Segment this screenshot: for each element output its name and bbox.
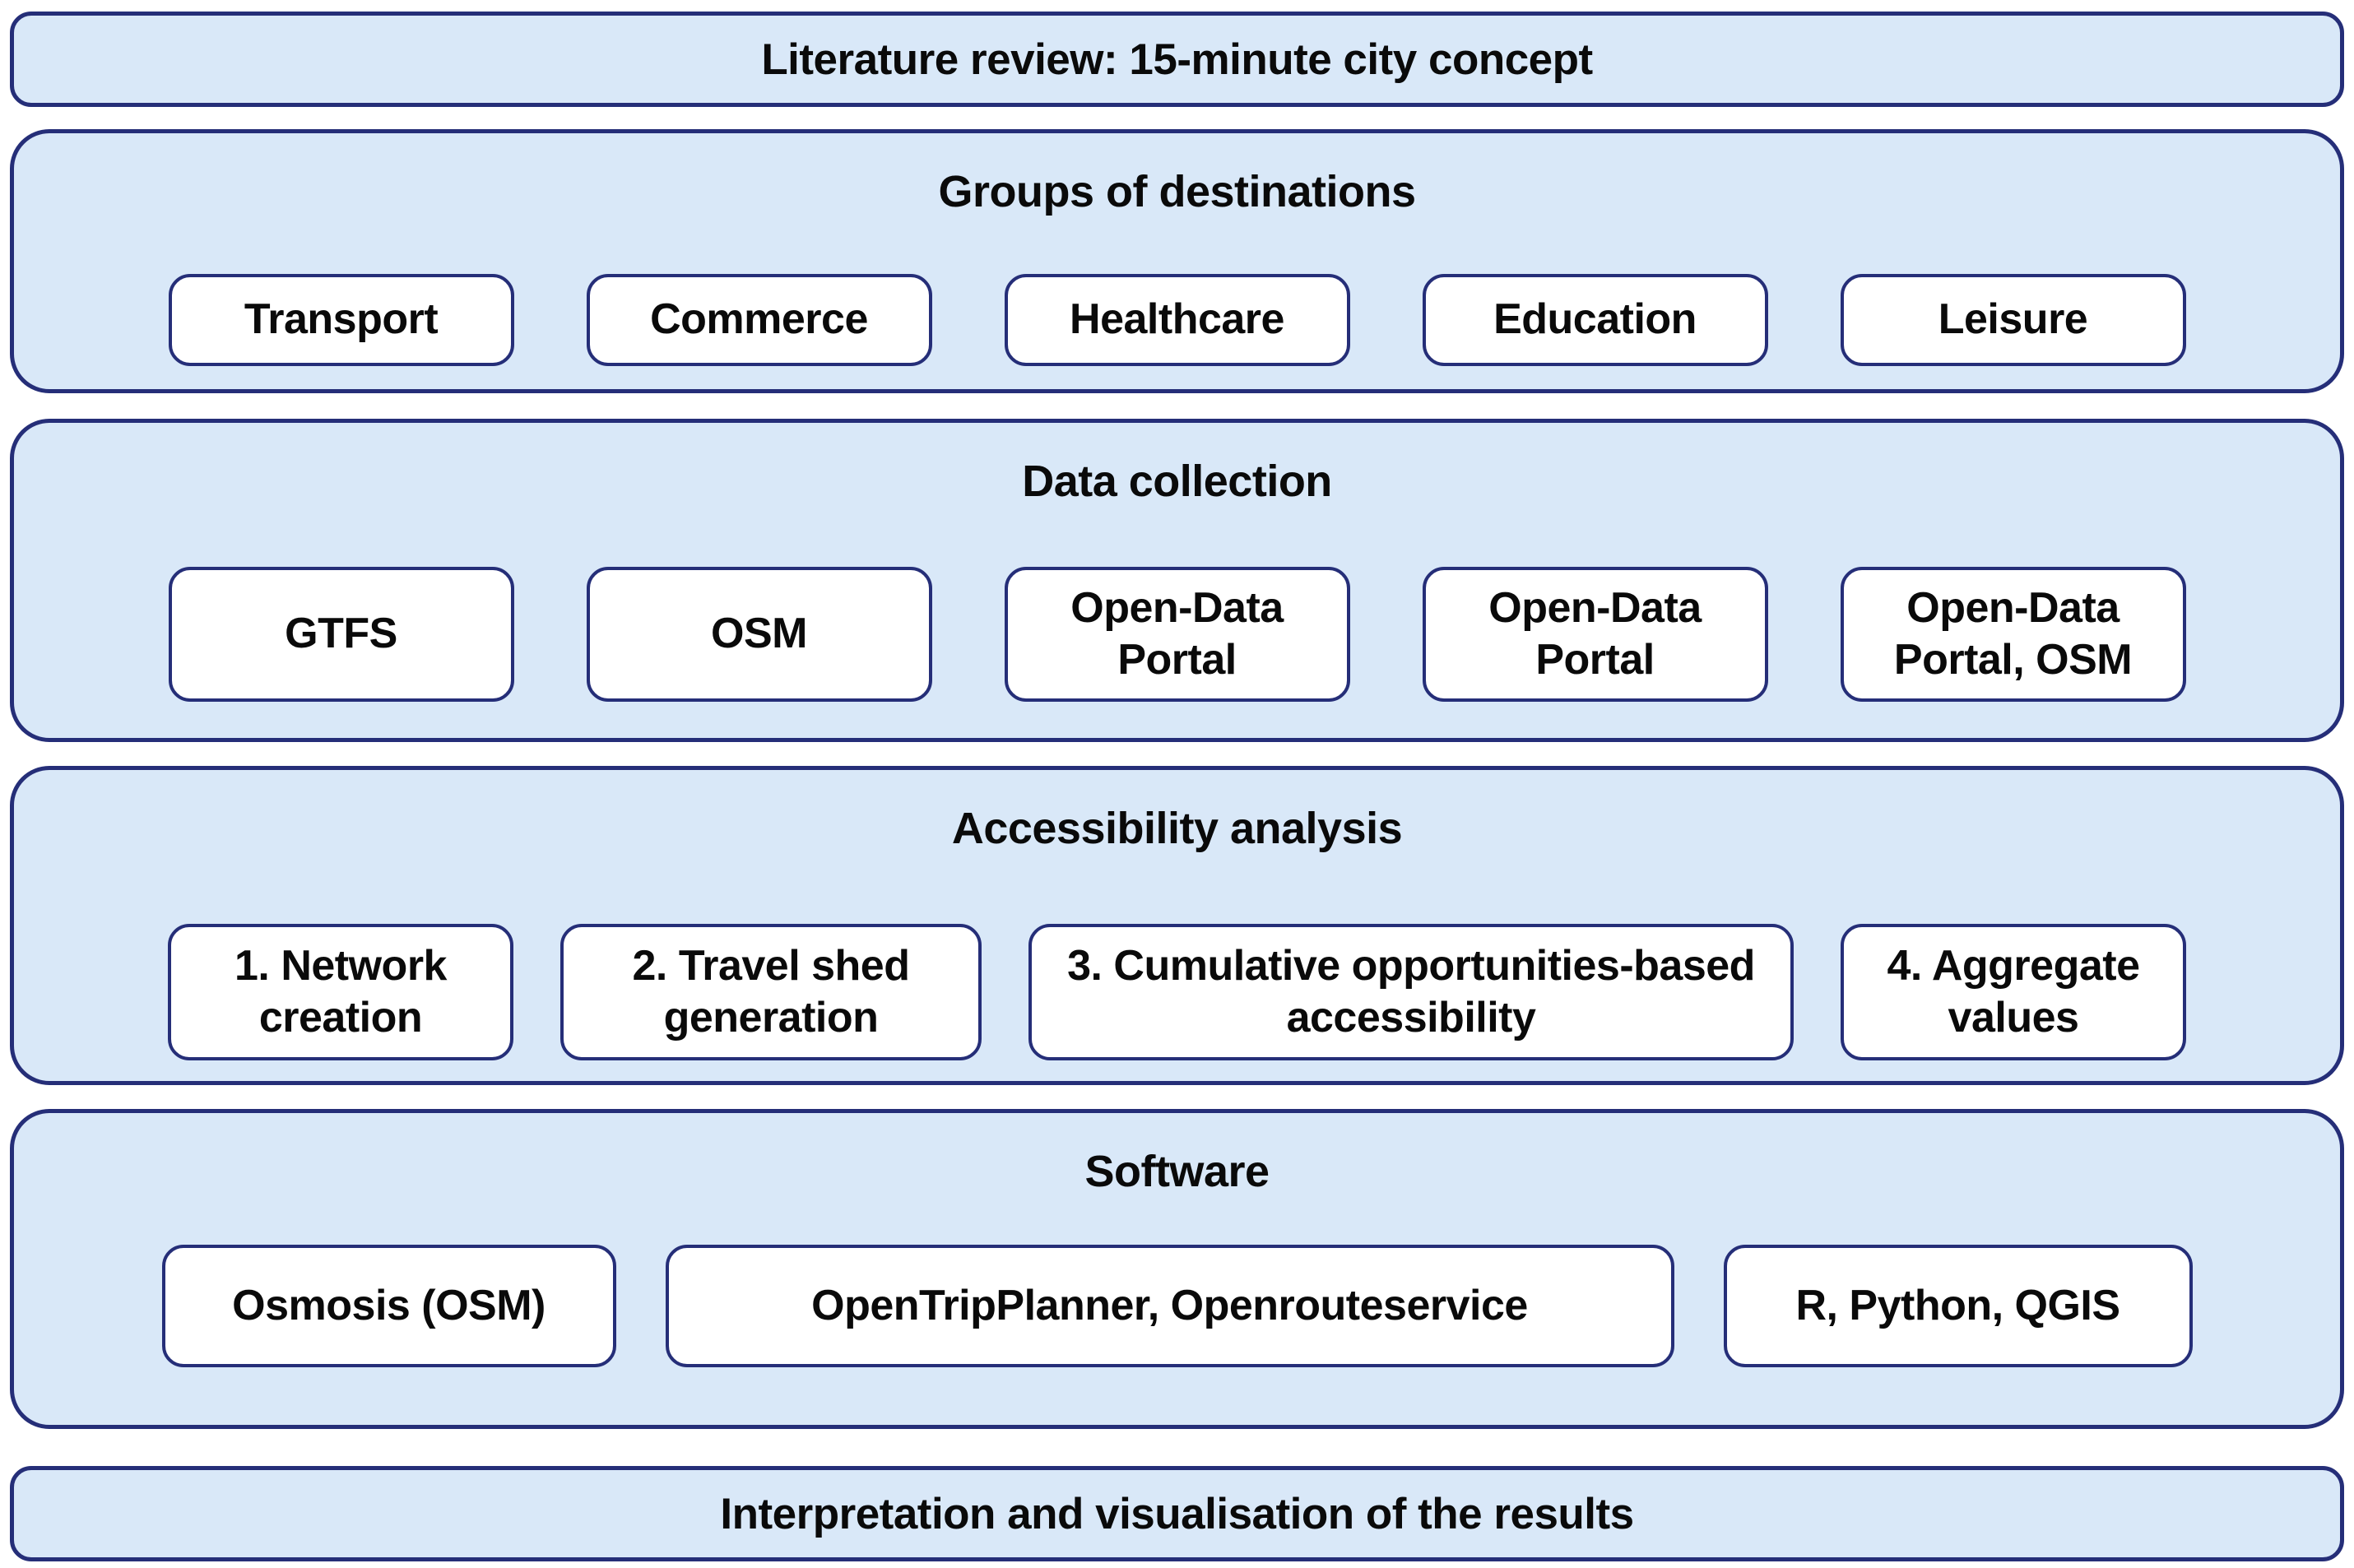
bottom-bar: Interpretation and visualisation of the … (10, 1466, 2344, 1561)
top-bar-label: Literature review: 15-minute city concep… (761, 35, 1593, 84)
section-title-data-collection: Data collection (1022, 457, 1332, 506)
box-healthcare: Healthcare (1004, 274, 1350, 366)
box-open-data-portal-osm-label: Open-Data Portal, OSM (1893, 583, 2133, 684)
box-opentripplanner-openrouteservice: OpenTripPlanner, Openrouteservice (665, 1245, 1674, 1367)
box-osm-label: OSM (711, 610, 807, 658)
box-commerce-label: Commerce (650, 295, 868, 344)
box-cumulative-opportunities-label: 3. Cumulative opportunities-based access… (1067, 941, 1755, 1041)
bottom-bar-label: Interpretation and visualisation of the … (720, 1489, 1634, 1538)
box-osmosis: Osmosis (OSM) (161, 1245, 616, 1367)
section-accessibility-analysis: Accessibility analysis 1. Network creati… (10, 766, 2344, 1085)
data-box-row: GTFS OSM Open-Data Portal Open-Data Port… (14, 567, 2340, 702)
section-title-accessibility: Accessibility analysis (951, 804, 1403, 853)
box-cumulative-opportunities: 3. Cumulative opportunities-based access… (1028, 924, 1794, 1060)
box-leisure: Leisure (1840, 274, 2186, 366)
box-open-data-portal-1-label: Open-Data Portal (1070, 583, 1284, 684)
box-aggregate-values: 4. Aggregate values (1841, 924, 2186, 1060)
box-education: Education (1422, 274, 1768, 366)
box-travel-shed-generation: 2. Travel shed generation (560, 924, 982, 1060)
box-open-data-portal-2-label: Open-Data Portal (1488, 583, 1702, 684)
software-box-row: Osmosis (OSM) OpenTripPlanner, Openroute… (14, 1245, 2340, 1367)
box-open-data-portal-2: Open-Data Portal (1422, 567, 1768, 702)
box-healthcare-label: Healthcare (1070, 295, 1284, 344)
section-title-groups: Groups of destinations (938, 167, 1416, 216)
box-education-label: Education (1493, 295, 1697, 344)
box-transport: Transport (168, 274, 514, 366)
box-network-creation: 1. Network creation (168, 924, 513, 1060)
box-osmosis-label: Osmosis (OSM) (232, 1281, 546, 1329)
accessibility-box-row: 1. Network creation 2. Travel shed gener… (14, 924, 2340, 1060)
section-data-collection: Data collection GTFS OSM Open-Data Porta… (10, 419, 2344, 742)
section-software: Software Osmosis (OSM) OpenTripPlanner, … (10, 1109, 2344, 1429)
section-title-software: Software (1084, 1147, 1270, 1196)
box-opentripplanner-openrouteservice-label: OpenTripPlanner, Openrouteservice (811, 1281, 1528, 1329)
box-open-data-portal-osm: Open-Data Portal, OSM (1840, 567, 2186, 702)
box-transport-label: Transport (244, 295, 439, 344)
box-travel-shed-generation-label: 2. Travel shed generation (632, 941, 910, 1041)
box-gtfs-label: GTFS (285, 610, 397, 658)
box-aggregate-values-label: 4. Aggregate values (1887, 941, 2140, 1041)
box-network-creation-label: 1. Network creation (234, 941, 447, 1041)
section-groups-of-destinations: Groups of destinations Transport Commerc… (10, 129, 2344, 393)
box-open-data-portal-1: Open-Data Portal (1004, 567, 1350, 702)
box-commerce: Commerce (586, 274, 932, 366)
box-osm: OSM (586, 567, 932, 702)
groups-box-row: Transport Commerce Healthcare Education … (14, 274, 2340, 366)
box-leisure-label: Leisure (1938, 295, 2088, 344)
top-bar: Literature review: 15-minute city concep… (10, 12, 2344, 107)
box-r-python-qgis-label: R, Python, QGIS (1795, 1281, 2120, 1329)
box-r-python-qgis: R, Python, QGIS (1723, 1245, 2193, 1367)
box-gtfs: GTFS (168, 567, 514, 702)
